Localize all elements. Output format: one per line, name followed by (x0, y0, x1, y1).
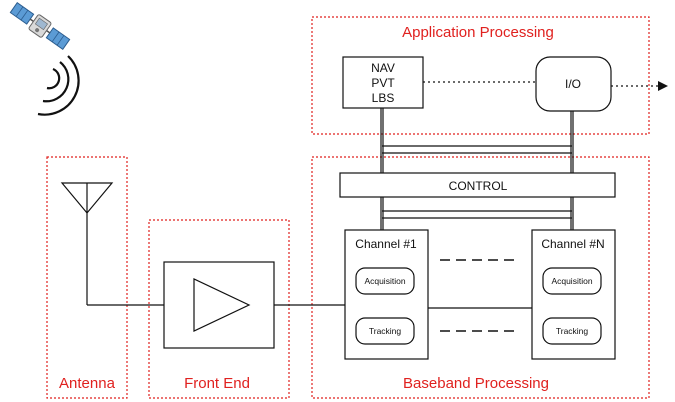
antenna-label: Antenna (59, 375, 116, 392)
channel-n-title: Channel #N (541, 237, 604, 251)
channel-1-acquisition-label: Acquisition (364, 276, 405, 286)
amplifier-icon (193, 278, 251, 332)
arrow-right-icon (658, 81, 668, 91)
application-processing-label: Application Processing (402, 24, 554, 41)
nav-block (342, 56, 424, 109)
front-end-label: Front End (184, 375, 250, 392)
antenna-section (46, 156, 128, 399)
channel-n-tracking-label: Tracking (556, 326, 589, 336)
front-end-section (148, 219, 290, 399)
io-label: I/O (565, 77, 581, 91)
control-block (339, 172, 616, 198)
pvt-label: PVT (371, 76, 395, 90)
channel-n-block: Channel #N Acquisition Tracking (531, 229, 616, 360)
channel-1-title: Channel #1 (355, 237, 417, 251)
baseband-processing-section (311, 156, 650, 399)
channel-n-acquisition-label: Acquisition (551, 276, 592, 286)
channel-1-acquisition (355, 267, 415, 295)
antenna-icon (60, 182, 114, 305)
signal-waves-icon (37, 55, 80, 116)
lbs-label: LBS (372, 91, 395, 105)
channel-1-tracking-label: Tracking (369, 326, 402, 336)
signal-path (87, 108, 574, 309)
channel-n-acquisition (542, 267, 602, 295)
baseband-processing-label: Baseband Processing (403, 375, 549, 392)
io-block (535, 56, 612, 112)
nav-label: NAV (371, 61, 395, 75)
control-label: CONTROL (449, 179, 508, 193)
channel-1-tracking (355, 317, 415, 345)
channel-n-tracking (542, 317, 602, 345)
satellite-icon (9, 2, 71, 50)
channel-1-block: Channel #1 Acquisition Tracking (344, 229, 429, 360)
application-processing-section (311, 16, 650, 135)
